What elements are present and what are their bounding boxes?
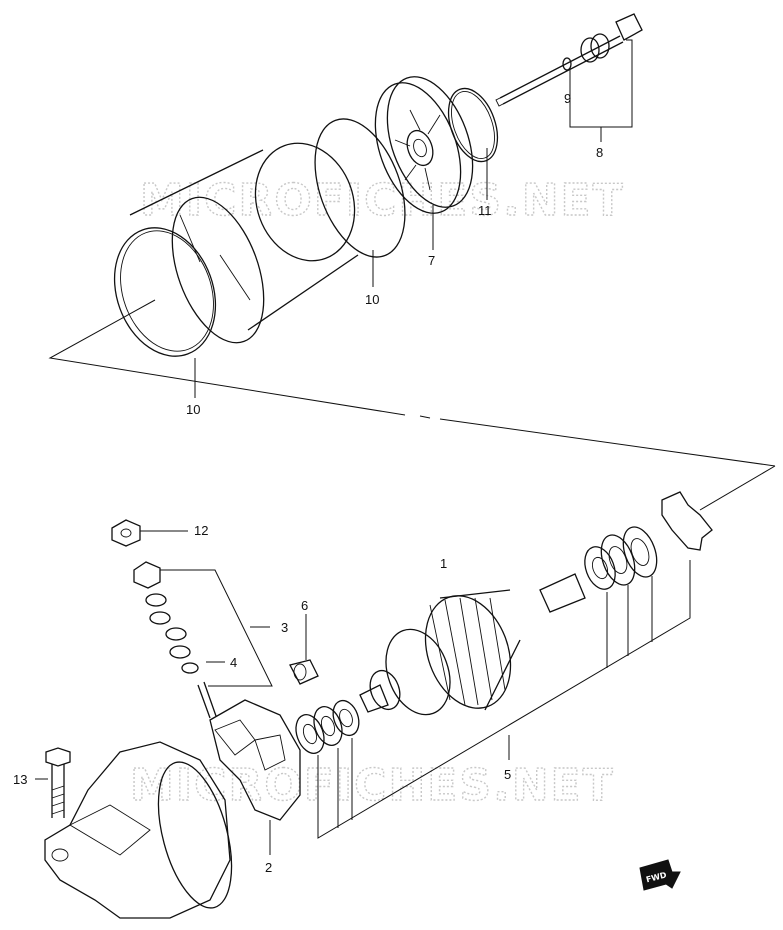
through-bolt <box>495 13 643 107</box>
brush-plate-2 <box>197 681 301 821</box>
part-label-6: 6 <box>301 598 308 613</box>
part-label-4: 4 <box>230 655 237 670</box>
watermark-bottom: MICROFICHES.NET <box>130 760 615 811</box>
nut-12 <box>111 519 141 547</box>
watermark-top: MICROFICHES.NET <box>140 175 625 226</box>
part-label-12: 12 <box>194 523 208 538</box>
nut-and-washer-stack <box>133 561 199 674</box>
bracket-plate <box>661 491 713 551</box>
part-label-13: 13 <box>13 772 27 787</box>
commutator-end-housing <box>44 741 233 919</box>
part-label-10-lower: 10 <box>186 402 200 417</box>
part-label-9: 9 <box>564 91 571 106</box>
part-label-8: 8 <box>596 145 603 160</box>
part-label-5: 5 <box>504 767 511 782</box>
part-label-11: 11 <box>478 203 492 218</box>
part-label-1: 1 <box>440 556 447 571</box>
bolt-13 <box>45 747 71 818</box>
assembly-axis-line <box>48 299 406 416</box>
end-cover-7 <box>374 76 474 214</box>
part-label-7: 7 <box>428 253 435 268</box>
part-label-3: 3 <box>281 620 288 635</box>
yoke-housing <box>129 142 359 344</box>
seal-ring-10-upper <box>314 118 406 258</box>
brush-6 <box>289 659 319 685</box>
part-label-10-upper: 10 <box>365 292 379 307</box>
part-label-2: 2 <box>265 860 272 875</box>
armature-1 <box>359 573 586 716</box>
forward-direction-badge: FWD <box>639 859 681 891</box>
seal-ring-10-lower <box>113 227 217 357</box>
